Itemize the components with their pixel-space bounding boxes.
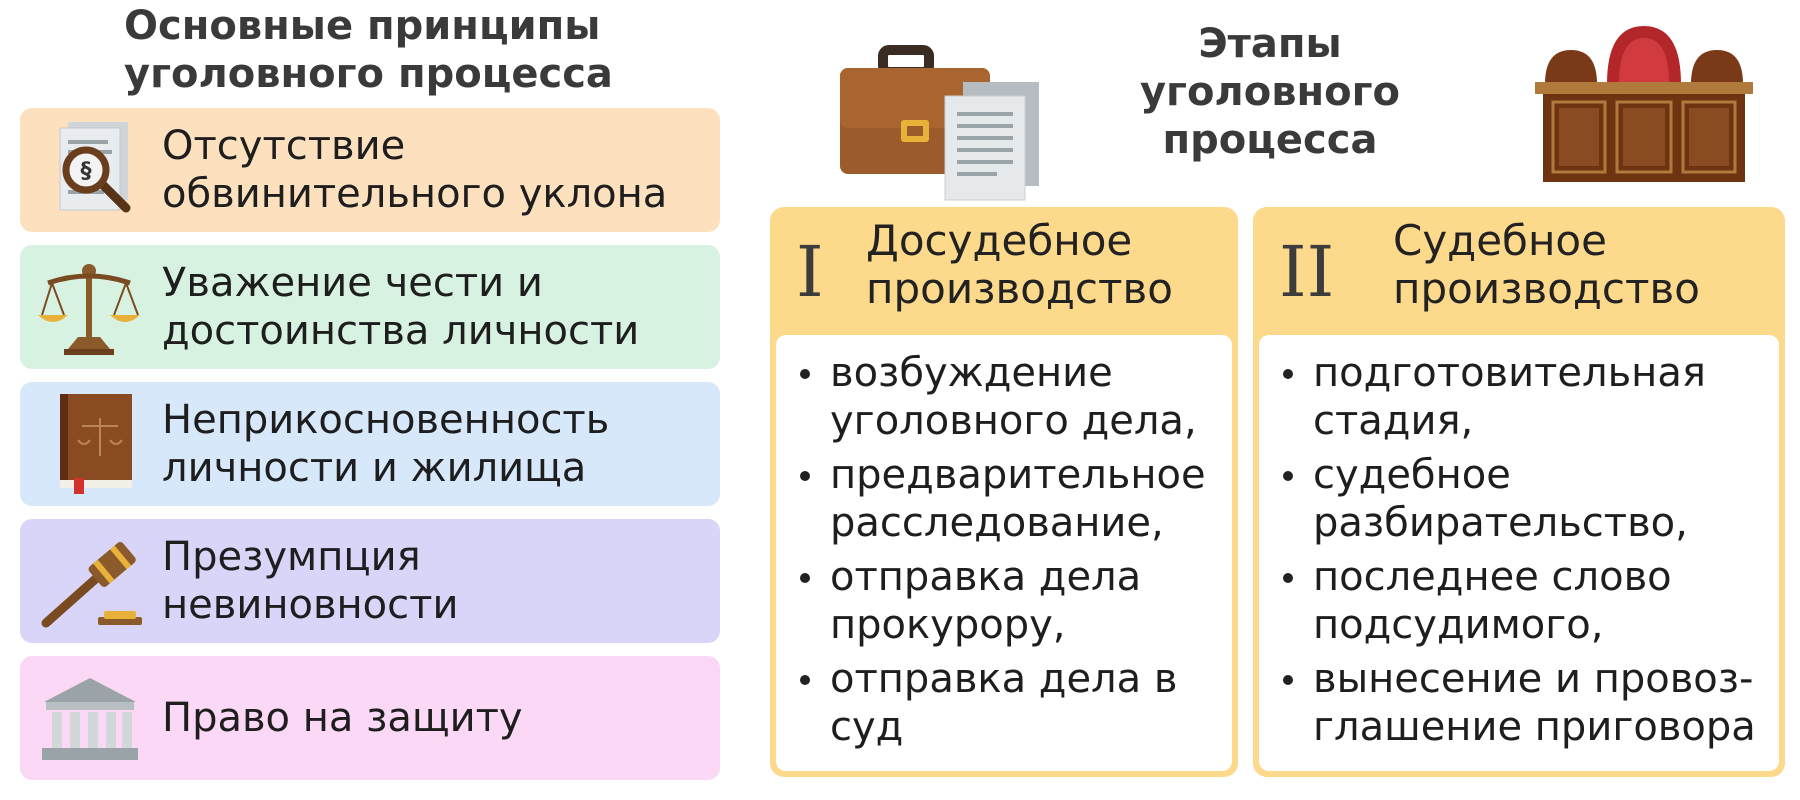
- stage-body: возбуждение уголовного дела, предварител…: [776, 335, 1232, 771]
- courthouse-icon: [38, 668, 142, 768]
- principle-card-3: Неприкосновенность личности и жилища: [20, 382, 720, 506]
- principle-card-2: Уважение чести и достоинства личности: [20, 245, 720, 369]
- scales-icon: [38, 257, 142, 357]
- courtroom-bench-icon: [1535, 26, 1753, 186]
- list-item: возбуждение уголовного дела,: [794, 349, 1230, 445]
- stage-numeral: I: [796, 231, 824, 313]
- list-item: вынесение и провоз-глашение приговора: [1277, 655, 1777, 751]
- list-item: отправка дела в суд: [794, 655, 1230, 751]
- stage-numeral: II: [1279, 231, 1335, 313]
- stage-heading: Досудебное производство: [866, 216, 1173, 313]
- stages-title: Этапы уголовного процесса: [1139, 21, 1401, 163]
- stage-card-pretrial: I Досудебное производство возбуждение уг…: [770, 207, 1238, 777]
- list-item: последнее слово подсудимого,: [1277, 553, 1777, 649]
- svg-text:§: §: [81, 159, 92, 184]
- principle-label-4: Презумпция невиновности: [162, 534, 459, 628]
- list-item: подготовительная стадия,: [1277, 349, 1777, 445]
- stage-card-trial: II Судебное производство подготовительна…: [1253, 207, 1785, 777]
- principle-label-3: Неприкосновенность личности и жилища: [162, 397, 610, 491]
- stage-list: подготовительная стадия, судебное разбир…: [1277, 349, 1777, 757]
- principle-label-5: Право на защиту: [162, 695, 523, 741]
- principle-card-5: Право на защиту: [20, 656, 720, 780]
- principle-label-1: Отсутствие обвинительного уклона: [162, 123, 668, 217]
- list-item: отправка дела прокурору,: [794, 553, 1230, 649]
- stage-heading: Судебное производство: [1393, 216, 1700, 313]
- principles-title: Основные принципы уголовного процесса: [124, 3, 613, 97]
- principle-label-2: Уважение чести и достоинства личности: [162, 260, 640, 354]
- stage-body: подготовительная стадия, судебное разбир…: [1259, 335, 1779, 771]
- list-item: судебное разбирательство,: [1277, 451, 1777, 547]
- principle-card-4: Презумпция невиновности: [20, 519, 720, 643]
- list-item: предварительное расследование,: [794, 451, 1230, 547]
- briefcase-documents-icon: [835, 42, 1050, 202]
- document-magnifier-icon: §: [38, 120, 142, 220]
- stage-list: возбуждение уголовного дела, предварител…: [794, 349, 1230, 757]
- gavel-icon: [38, 531, 142, 631]
- law-book-icon: [38, 394, 142, 494]
- principle-card-1: § Отсутствие обвинительного уклона: [20, 108, 720, 232]
